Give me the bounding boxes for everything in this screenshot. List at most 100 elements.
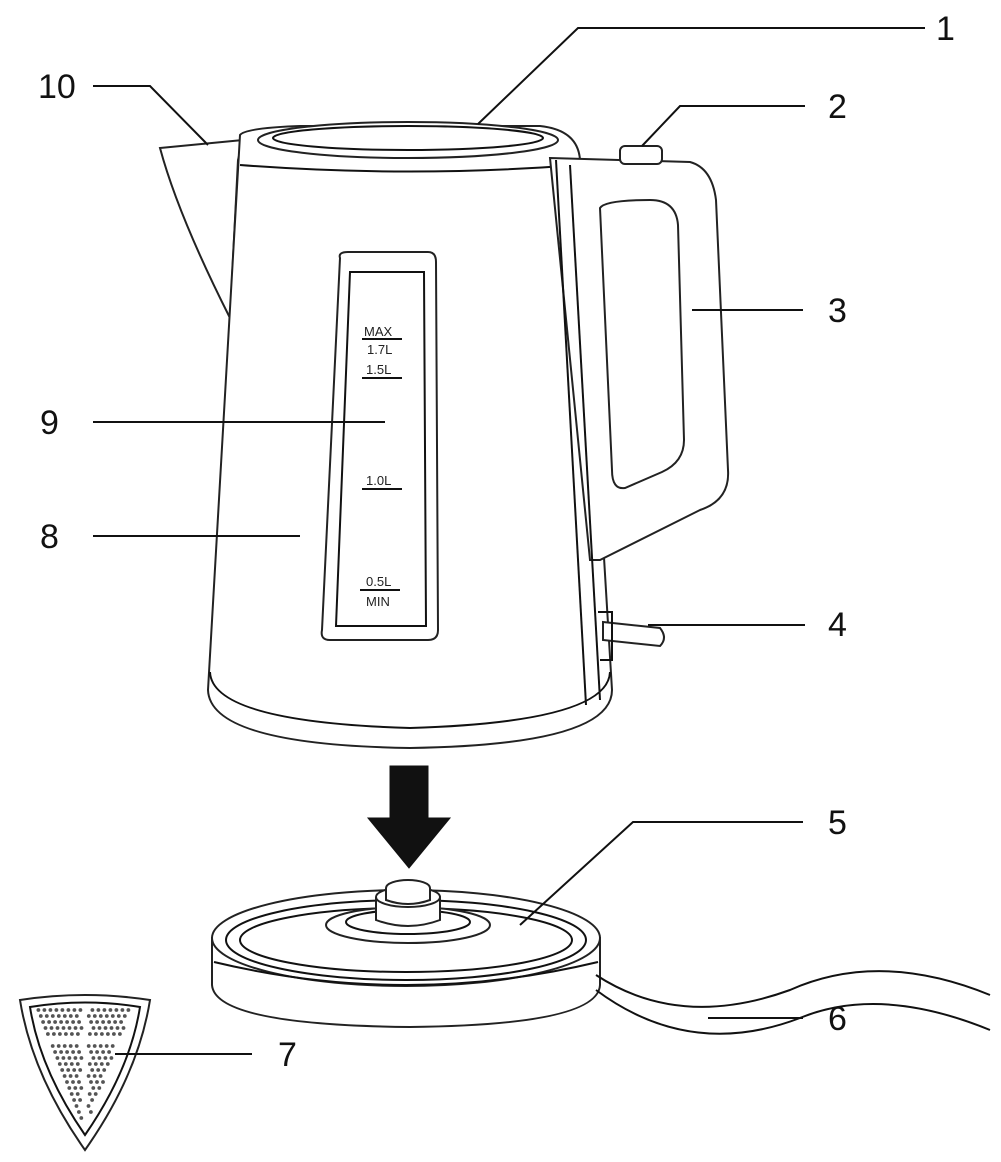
- filter-mesh-dot: [74, 1044, 79, 1048]
- filter-mesh-dot: [72, 1098, 76, 1102]
- filter-mesh-dot: [78, 1008, 83, 1012]
- filter-mesh-dot: [70, 1032, 74, 1036]
- lid: [257, 121, 559, 159]
- filter-mesh-dot: [95, 1050, 99, 1054]
- filter-mesh-dot: [102, 1008, 107, 1012]
- filter-mesh-dot: [96, 1068, 101, 1072]
- filter-mesh-dot: [53, 1050, 57, 1054]
- filter-mesh-dot: [69, 1092, 74, 1096]
- filter-mesh-dot: [75, 1062, 80, 1066]
- handle-front-strip-edge: [555, 159, 587, 706]
- filter-mesh-dot: [56, 1044, 61, 1048]
- power-cord: [595, 970, 991, 1035]
- filter-mesh-dot: [91, 1086, 96, 1090]
- filter-mesh-dot: [98, 1074, 103, 1078]
- filter-mesh-dot: [107, 1050, 111, 1054]
- filter-mesh-dot: [86, 1074, 91, 1078]
- filter-mesh-dot: [101, 1080, 105, 1084]
- callout-7: 7: [278, 1036, 297, 1074]
- callout-6: 6: [828, 1000, 847, 1038]
- filter-mesh-dot: [62, 1074, 67, 1078]
- filter-mesh-dot: [62, 1014, 67, 1018]
- filter-mesh-dot: [56, 1014, 61, 1018]
- gauge-1-0-label: 1.0L: [366, 473, 391, 488]
- filter-mesh-dot: [107, 1020, 111, 1024]
- filter-mesh-dot: [100, 1032, 104, 1036]
- gauge-min-label: MIN: [366, 594, 390, 609]
- filter-mesh-dot: [113, 1020, 117, 1024]
- gauge-max-label: MAX: [364, 324, 393, 339]
- callout-10: 10: [38, 68, 76, 106]
- filter-mesh-dot: [89, 1050, 93, 1054]
- filter-mesh-dot: [97, 1086, 102, 1090]
- callout-3: 3: [828, 292, 847, 330]
- filter-mesh-dot: [92, 1044, 97, 1048]
- filter-mesh-dot: [103, 1056, 108, 1060]
- filter-mesh-dot: [77, 1050, 81, 1054]
- filter-mesh-dot: [65, 1050, 69, 1054]
- filter-mesh-dot: [43, 1026, 48, 1030]
- filter-mesh-dot: [73, 1086, 78, 1090]
- filter-mesh-dot: [44, 1014, 49, 1018]
- callout-2: 2: [828, 88, 847, 126]
- filter-mesh-dot: [91, 1056, 96, 1060]
- filter-mesh-dot: [76, 1032, 80, 1036]
- filter-mesh-dot: [36, 1008, 41, 1012]
- filter-mesh-dot: [47, 1020, 51, 1024]
- filter-mesh-dot: [90, 1098, 94, 1102]
- filter-mesh-dot: [112, 1032, 116, 1036]
- filter-mesh-dot: [88, 1032, 92, 1036]
- filter-mesh-dot: [52, 1032, 56, 1036]
- filter-mesh-dot: [53, 1020, 57, 1024]
- kettle-top-rim: [239, 164, 579, 173]
- filter-mesh-dot: [118, 1032, 122, 1036]
- switch-housing: [598, 611, 613, 661]
- filter-mesh-dot: [116, 1014, 121, 1018]
- filter-mesh-dot: [93, 1092, 98, 1096]
- filter-mesh-dot: [109, 1056, 114, 1060]
- filter-mesh-dot: [79, 1056, 84, 1060]
- filter-mesh-dot: [46, 1032, 50, 1036]
- filter-mesh-dot: [73, 1026, 78, 1030]
- filter-mesh-dot: [78, 1068, 83, 1072]
- filter-mesh-dot: [79, 1026, 84, 1030]
- lid-inner: [272, 125, 544, 151]
- filter-mesh-dot: [126, 1008, 131, 1012]
- filter-mesh-dot: [114, 1008, 119, 1012]
- filter-mesh-dot: [86, 1104, 91, 1108]
- power-cord-lower: [595, 989, 991, 1035]
- filter-mesh-dot: [120, 1008, 125, 1012]
- gauge-0-5-label: 0.5L: [366, 574, 391, 589]
- filter-mesh-dot: [58, 1032, 62, 1036]
- filter-mesh-dot: [122, 1014, 127, 1018]
- filter-mesh-dot: [54, 1008, 59, 1012]
- filter-mesh-dot: [94, 1032, 98, 1036]
- filter-mesh-dot: [90, 1068, 95, 1072]
- filter-mesh-dot: [89, 1080, 93, 1084]
- filter-mesh-dot: [49, 1026, 54, 1030]
- filter-mesh-dot: [110, 1014, 115, 1018]
- filter-mesh-dot: [68, 1014, 73, 1018]
- filter-mesh-dot: [67, 1026, 72, 1030]
- leader-line-2: [641, 105, 805, 147]
- filter-mesh-dot: [95, 1080, 99, 1084]
- filter-mesh-dot: [86, 1014, 91, 1018]
- placement-arrow: [366, 765, 452, 869]
- filter-mesh-dot: [66, 1008, 71, 1012]
- callout-4: 4: [828, 606, 847, 644]
- filter-mesh-dot: [72, 1068, 77, 1072]
- water-level-window-inner: [334, 271, 428, 627]
- filter-mesh-dot: [64, 1032, 68, 1036]
- filter-mesh-dot: [79, 1086, 84, 1090]
- kettle-body-base-ring: [209, 671, 611, 730]
- filter-mesh-dot: [115, 1026, 120, 1030]
- filter-mesh-dot: [42, 1008, 47, 1012]
- center-connector-pin: [385, 888, 431, 905]
- filter-mesh-dot: [74, 1104, 79, 1108]
- filter-mesh-dot: [119, 1020, 123, 1024]
- power-base: [211, 879, 601, 1029]
- filter-mesh-dot: [97, 1056, 102, 1060]
- filter-mesh-dot: [73, 1056, 78, 1060]
- filter-mesh-dot: [67, 1056, 72, 1060]
- filter-mesh-dot: [50, 1044, 55, 1048]
